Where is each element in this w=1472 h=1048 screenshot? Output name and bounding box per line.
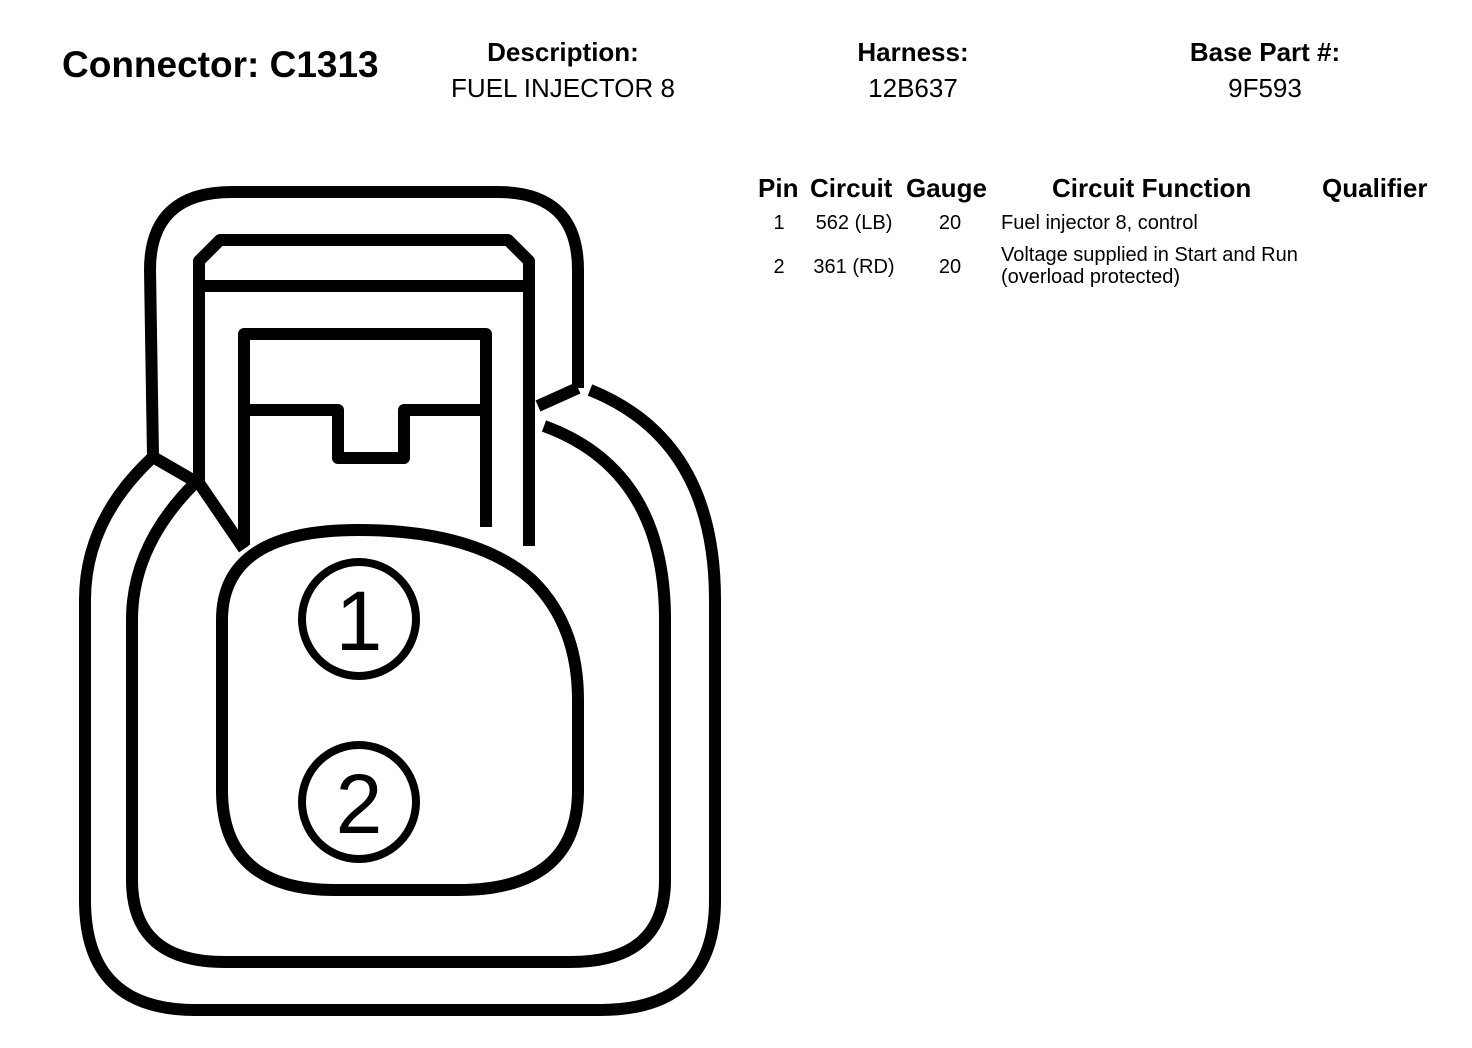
column-header-pin: Pin xyxy=(758,173,799,203)
row-gauge: 20 xyxy=(938,256,962,278)
column-header-function: Circuit Function xyxy=(1052,173,1252,203)
row-function: Fuel injector 8, control xyxy=(1001,212,1198,234)
column-header-qualifier: Qualifier xyxy=(1322,173,1428,203)
locking-tab-window xyxy=(238,328,492,545)
pin-1-circle xyxy=(298,558,420,680)
terminal-cavity-outline xyxy=(216,524,584,896)
locking-tab-latch xyxy=(244,404,486,464)
harness-value: 12B637 xyxy=(868,73,958,103)
pin-1-label: 1 xyxy=(336,574,383,668)
row-gauge: 20 xyxy=(938,212,962,234)
row-pin: 1 xyxy=(773,212,785,234)
pin-2-circle xyxy=(298,741,420,863)
pin-2-label: 2 xyxy=(336,757,383,851)
housing-outer-top-outline xyxy=(144,186,584,458)
description-label: Description: xyxy=(487,37,639,67)
harness-label: Harness: xyxy=(857,37,969,67)
description-value: FUEL INJECTOR 8 xyxy=(451,73,675,103)
column-header-circuit: Circuit xyxy=(810,173,893,203)
row-circuit: 361 (RD) xyxy=(813,256,895,278)
base-part-value: 9F593 xyxy=(1228,73,1302,103)
base-part-label: Base Part #: xyxy=(1189,37,1341,67)
description-block: Description: FUEL INJECTOR 8 xyxy=(432,36,694,108)
locking-tab-outline xyxy=(193,234,535,553)
row-function-line1: Voltage supplied in Start and Run xyxy=(1001,244,1298,266)
housing-right-joint xyxy=(535,382,581,412)
row-function-line2: (overload protected) xyxy=(1001,266,1180,288)
harness-block: Harness: 12B637 xyxy=(830,36,996,108)
housing-inner-outline xyxy=(126,420,671,968)
column-header-gauge: Gauge xyxy=(906,173,987,203)
base-part-block: Base Part #: 9F593 xyxy=(1170,36,1360,108)
housing-outer-right-outline xyxy=(79,384,721,1016)
row-circuit: 562 (LB) xyxy=(815,212,893,234)
row-pin: 2 xyxy=(773,256,785,278)
connector-title: Connector: C1313 xyxy=(62,44,379,85)
housing-left-joint xyxy=(149,451,202,489)
